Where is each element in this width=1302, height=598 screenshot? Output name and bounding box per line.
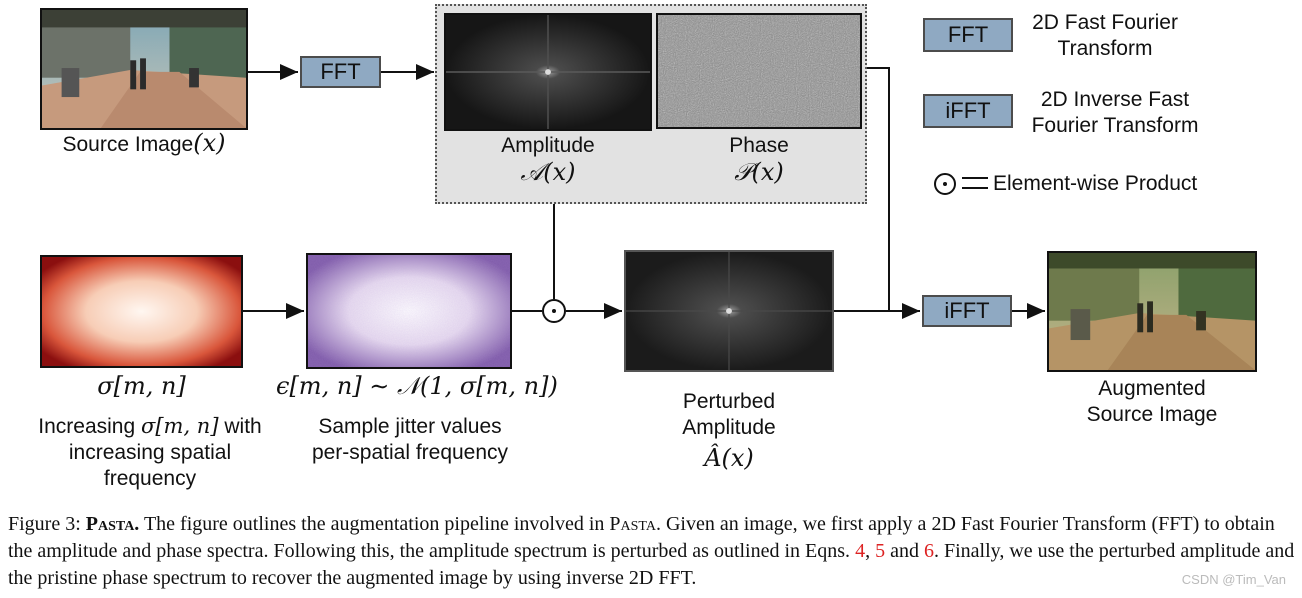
epsilon-jitter-image <box>306 253 512 369</box>
watermark: CSDN @Tim_Van <box>1181 572 1286 587</box>
source-image-label: Source Image(x) <box>62 129 226 157</box>
legend-ifft-box: iFFT <box>923 94 1013 128</box>
eqn-ref-5[interactable]: 5 <box>875 540 886 562</box>
sigma-image <box>40 255 243 368</box>
eqn-ref-4[interactable]: 4 <box>855 540 866 562</box>
legend-product-icon <box>934 173 956 195</box>
eqn-ref-6[interactable]: 6 <box>923 540 934 562</box>
phase-math: 𝒫(x) <box>734 158 784 186</box>
augmented-image-label: Augmented Source Image <box>1086 377 1218 426</box>
phase-label: Phase 𝒫(x) <box>656 133 862 185</box>
fft-block: FFT <box>300 56 381 88</box>
phase-spectrum-image <box>656 13 862 129</box>
perturbed-amplitude-image <box>624 250 834 372</box>
amplitude-label: Amplitude 𝒜(x) <box>444 133 652 185</box>
legend-ifft-desc: 2D Inverse Fast Fourier Transform <box>1031 88 1199 137</box>
amplitude-spectrum-image <box>444 13 652 131</box>
sigma-math: σ[m, n] <box>97 372 186 400</box>
figure-caption: Figure 3: Pasta. The figure outlines the… <box>8 513 1295 589</box>
legend-equals-sign <box>962 177 988 189</box>
perturbed-amplitude-label: Perturbed Amplitude Â(x) <box>624 389 834 471</box>
augmented-source-image <box>1047 251 1257 372</box>
legend-product-desc: Element-wise Product <box>993 172 1198 195</box>
increasing-sigma-text: Increasing σ[m, n] with increasing spati… <box>38 414 262 490</box>
sample-jitter-text: Sample jitter values per-spatial frequen… <box>311 415 509 464</box>
perturbed-amplitude-math: Â(x) <box>704 444 754 472</box>
source-image <box>40 8 248 130</box>
amplitude-math: 𝒜(x) <box>520 158 576 186</box>
epsilon-math: ϵ[m, n] ∼ 𝒩(1, σ[m, n]) <box>276 372 558 400</box>
ifft-block: iFFT <box>922 295 1012 327</box>
caption-method-name: Pasta. <box>85 513 140 535</box>
legend-fft-desc: 2D Fast Fourier Transform <box>1032 11 1178 60</box>
element-wise-product-icon <box>542 299 566 323</box>
legend-fft-box: FFT <box>923 18 1013 52</box>
